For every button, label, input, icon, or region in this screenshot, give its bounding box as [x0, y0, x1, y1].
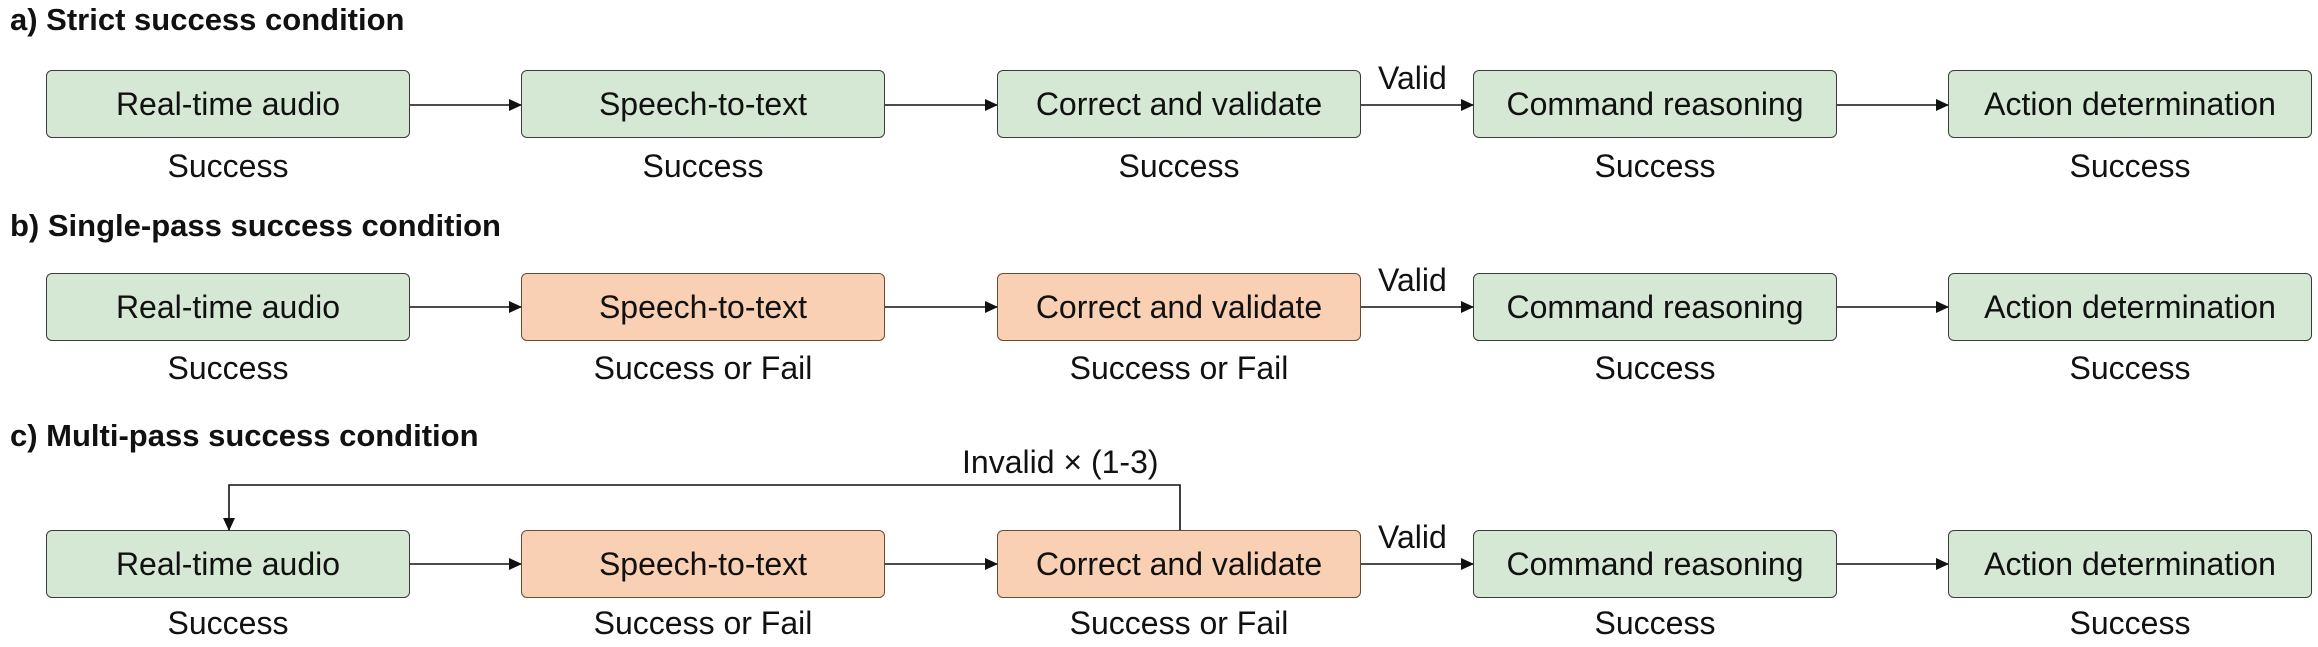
- stage-correct-validate: Correct and validate: [997, 70, 1361, 138]
- stage-status: Success: [167, 605, 289, 641]
- stage-status: Success: [1594, 148, 1716, 184]
- stage-status: Success: [1118, 148, 1240, 184]
- stage-realtime-audio: Real-time audio: [46, 70, 410, 138]
- stage-status: Success: [167, 148, 289, 184]
- stage-command-reasoning: Command reasoning: [1473, 70, 1837, 138]
- stage-status: Success or Fail: [1069, 350, 1289, 386]
- stage-status: Success: [167, 350, 289, 386]
- stage-action-determination: Action determination: [1948, 273, 2312, 341]
- stage-command-reasoning: Command reasoning: [1473, 530, 1837, 598]
- stage-status: Success: [642, 148, 764, 184]
- row-arrows: [410, 99, 1949, 111]
- loop-label: Invalid × (1-3): [962, 444, 1159, 480]
- row-title: c) Multi-pass success condition: [10, 418, 479, 453]
- row-arrows: [410, 301, 1949, 313]
- row-title: a) Strict success condition: [10, 2, 405, 37]
- stage-status: Success: [2069, 148, 2191, 184]
- loop-arrow: [223, 484, 1181, 531]
- stage-status: Success or Fail: [593, 605, 813, 641]
- stage-realtime-audio: Real-time audio: [46, 273, 410, 341]
- stage-status: Success: [1594, 350, 1716, 386]
- valid-label: Valid: [1378, 519, 1447, 555]
- valid-label: Valid: [1378, 60, 1447, 96]
- stage-command-reasoning: Command reasoning: [1473, 273, 1837, 341]
- stage-status: Success or Fail: [1069, 605, 1289, 641]
- stage-speech-to-text: Speech-to-text: [521, 273, 885, 341]
- stage-status: Success: [2069, 350, 2191, 386]
- stage-status: Success: [2069, 605, 2191, 641]
- valid-label: Valid: [1378, 262, 1447, 298]
- row-title: b) Single-pass success condition: [10, 208, 501, 243]
- stage-speech-to-text: Speech-to-text: [521, 70, 885, 138]
- stage-correct-validate: Correct and validate: [997, 530, 1361, 598]
- stage-action-determination: Action determination: [1948, 530, 2312, 598]
- stage-status: Success or Fail: [593, 350, 813, 386]
- stage-action-determination: Action determination: [1948, 70, 2312, 138]
- stage-status: Success: [1594, 605, 1716, 641]
